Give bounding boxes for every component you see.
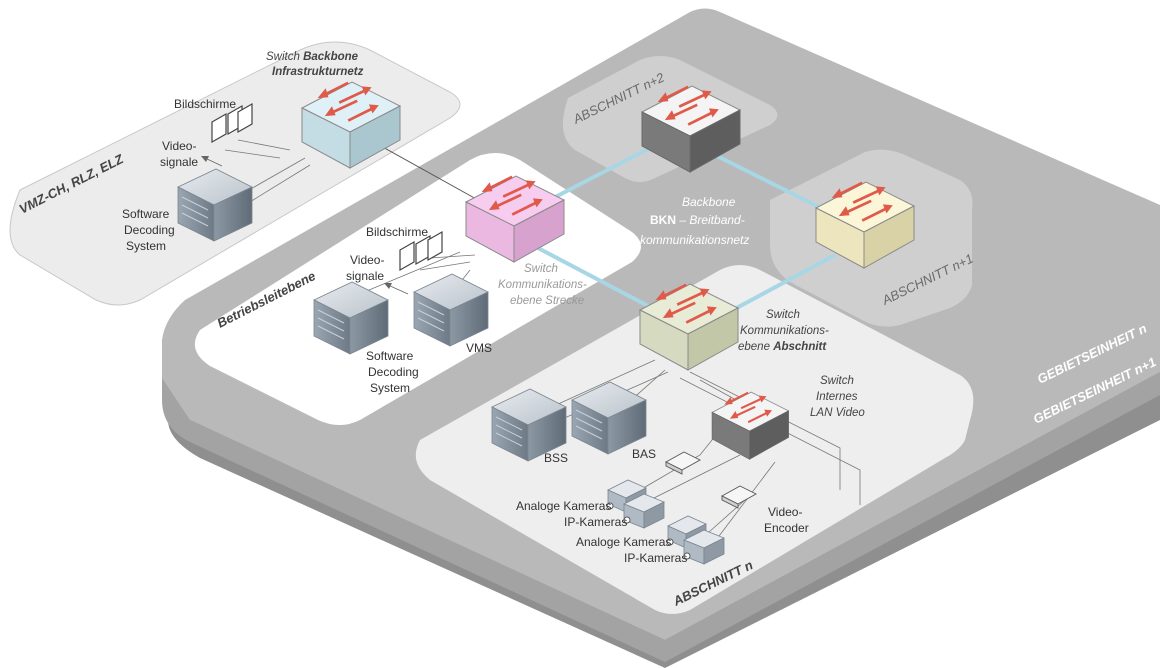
server-vms bbox=[413, 273, 489, 347]
cams-b-label-2: IP-Kameras bbox=[624, 551, 687, 565]
encoder-label-2: Encoder bbox=[764, 521, 809, 535]
betrieb-sds-label-2: Decoding bbox=[368, 365, 419, 379]
vmz-server-label-1: Software bbox=[122, 207, 170, 221]
switch-abschnitt-n1[interactable] bbox=[814, 181, 916, 269]
cams-a-label-2: IP-Kameras bbox=[564, 515, 627, 529]
betrieb-switch-caption-2: Kommunikations- bbox=[498, 279, 587, 291]
abschnitt-switch-caption-3: ebene Abschnitt bbox=[738, 341, 827, 353]
area-abschnitt-n-panel bbox=[415, 265, 974, 614]
backbone-line-2: BKN – Breitband- bbox=[650, 213, 745, 227]
camera-ip-1 bbox=[623, 493, 665, 529]
vmz-video-label-2: signale bbox=[160, 155, 198, 169]
cams-a-label-1: Analoge Kameras bbox=[516, 499, 611, 513]
betrieb-switch-caption-3: ebene Strecke bbox=[510, 295, 584, 307]
server-bas bbox=[571, 381, 647, 455]
lan-switch-caption-2: Internes bbox=[816, 391, 858, 403]
abschnitt-switch-caption-2: Kommunikations- bbox=[740, 325, 829, 337]
betrieb-sds-label-1: Software bbox=[366, 349, 414, 363]
switch-internes-lan-video[interactable] bbox=[711, 391, 790, 460]
infra-link bbox=[369, 139, 479, 201]
vmz-video-label-1: Video- bbox=[162, 139, 196, 153]
abschnitt-switch-caption-1: Switch bbox=[766, 309, 800, 321]
betrieb-sds-label-3: System bbox=[370, 381, 410, 395]
video-encoder-2 bbox=[721, 485, 757, 509]
vmz-monitors-label: Bildschirme bbox=[174, 97, 236, 111]
encoder-label-1: Video- bbox=[768, 505, 802, 519]
video-encoder-1 bbox=[665, 451, 701, 475]
video-signal-arrow-betrieb bbox=[384, 283, 409, 295]
monitors-betrieb bbox=[399, 230, 443, 272]
link-n2-n1 bbox=[704, 148, 826, 212]
vmz-server-label-3: System bbox=[126, 239, 166, 253]
switch-backbone-infrastrukturnetz[interactable] bbox=[300, 81, 402, 169]
monitors-vmz bbox=[211, 102, 253, 144]
bss-label: BSS bbox=[544, 451, 568, 465]
switch-kommunikationsebene-strecke[interactable] bbox=[464, 175, 566, 263]
cams-b-label-1: Analoge Kameras bbox=[576, 535, 671, 549]
camera-ip-2 bbox=[683, 529, 725, 565]
link-strecke-abschnitt bbox=[537, 246, 653, 310]
backbone-line-1: Backbone bbox=[682, 195, 736, 209]
vmz-switch-caption-2: Infrastrukturnetz bbox=[272, 66, 364, 78]
backbone-line-3: kommunikationsnetz bbox=[640, 233, 749, 247]
betrieb-switch-caption-1: Switch bbox=[524, 263, 558, 275]
device-wiring bbox=[224, 139, 861, 549]
lan-switch-caption-1: Switch bbox=[820, 375, 854, 387]
server-bss bbox=[491, 388, 567, 462]
switch-abschnitt-n2[interactable] bbox=[640, 85, 742, 173]
server-betrieb-software-decoding bbox=[313, 281, 389, 355]
switch-kommunikationsebene-abschnitt[interactable] bbox=[638, 283, 740, 371]
vmz-switch-caption-1: Switch Backbone bbox=[266, 51, 359, 63]
bas-label: BAS bbox=[632, 447, 656, 461]
betrieb-monitors-label: Bildschirme bbox=[366, 225, 428, 239]
betrieb-video-label-1: Video- bbox=[350, 253, 384, 267]
server-vmz-software-decoding bbox=[177, 168, 253, 242]
lan-switch-caption-3: LAN Video bbox=[810, 407, 865, 419]
video-signal-arrow-vmz bbox=[201, 156, 223, 167]
betrieb-vms-label: VMS bbox=[466, 341, 492, 355]
betrieb-video-label-2: signale bbox=[346, 269, 384, 283]
link-strecke-n2 bbox=[539, 138, 666, 207]
vmz-server-label-2: Decoding bbox=[124, 223, 175, 237]
